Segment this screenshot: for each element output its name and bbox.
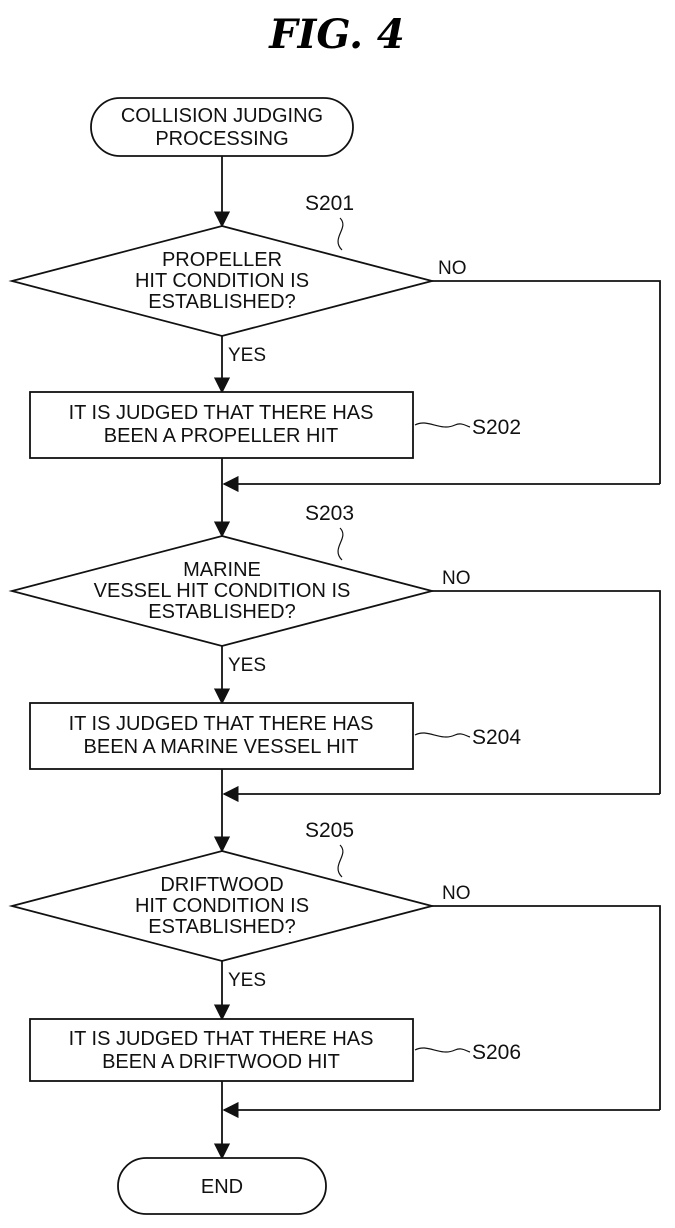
d1-no-label: NO bbox=[438, 258, 467, 279]
step-label-s204: S204 bbox=[472, 726, 521, 749]
d1-yes-label: YES bbox=[228, 345, 266, 366]
step-label-s201: S201 bbox=[305, 192, 354, 215]
d3-text-line2: HIT CONDITION IS bbox=[135, 895, 309, 917]
leader-s204 bbox=[414, 732, 471, 738]
d2-text-line1: MARINE bbox=[183, 559, 261, 581]
start-label-line1: COLLISION JUDGING bbox=[121, 105, 323, 127]
p2-text-line1: IT IS JUDGED THAT THERE HAS bbox=[69, 713, 374, 735]
leader-s202 bbox=[414, 422, 471, 428]
d2-no-path bbox=[432, 590, 661, 794]
d1-text-line1: PROPELLER bbox=[162, 249, 282, 271]
decision-propeller-hit: PROPELLER HIT CONDITION IS ESTABLISHED? bbox=[8, 225, 436, 337]
d2-yes-label: YES bbox=[228, 655, 266, 676]
p3-text-line1: IT IS JUDGED THAT THERE HAS bbox=[69, 1028, 374, 1050]
start-label-line2: PROCESSING bbox=[155, 128, 288, 150]
leader-s201 bbox=[337, 217, 344, 251]
d3-text-line3: ESTABLISHED? bbox=[148, 916, 295, 938]
process-marine-vessel-hit: IT IS JUDGED THAT THERE HAS BEEN A MARIN… bbox=[29, 702, 414, 770]
decision-driftwood-hit: DRIFTWOOD HIT CONDITION IS ESTABLISHED? bbox=[8, 850, 436, 962]
end-terminal: END bbox=[117, 1157, 327, 1215]
p2-text-line2: BEEN A MARINE VESSEL HIT bbox=[84, 736, 359, 758]
d1-text-line3: ESTABLISHED? bbox=[148, 291, 295, 313]
d2-no-label: NO bbox=[442, 568, 471, 589]
step-label-s206: S206 bbox=[472, 1041, 521, 1064]
d2-text-line2: VESSEL HIT CONDITION IS bbox=[94, 580, 351, 602]
p1-text-line1: IT IS JUDGED THAT THERE HAS bbox=[69, 402, 374, 424]
p3-text-line2: BEEN A DRIFTWOOD HIT bbox=[102, 1051, 340, 1073]
leader-s206 bbox=[414, 1047, 471, 1053]
step-label-s202: S202 bbox=[472, 416, 521, 439]
d3-text-line1: DRIFTWOOD bbox=[160, 874, 283, 896]
process-propeller-hit: IT IS JUDGED THAT THERE HAS BEEN A PROPE… bbox=[29, 391, 414, 459]
d1-text-line2: HIT CONDITION IS bbox=[135, 270, 309, 292]
end-label: END bbox=[201, 1176, 243, 1198]
p1-text-line2: BEEN A PROPELLER HIT bbox=[104, 425, 339, 447]
d3-yes-label: YES bbox=[228, 970, 266, 991]
d2-text-line3: ESTABLISHED? bbox=[148, 601, 295, 623]
step-label-s203: S203 bbox=[305, 502, 354, 525]
process-driftwood-hit: IT IS JUDGED THAT THERE HAS BEEN A DRIFT… bbox=[29, 1018, 414, 1082]
decision-marine-vessel-hit: MARINE VESSEL HIT CONDITION IS ESTABLISH… bbox=[8, 535, 436, 647]
d3-no-path bbox=[432, 905, 661, 1110]
d3-no-label: NO bbox=[442, 883, 471, 904]
leader-s205 bbox=[337, 844, 344, 878]
start-terminal: COLLISION JUDGING PROCESSING bbox=[90, 97, 354, 157]
step-label-s205: S205 bbox=[305, 819, 354, 842]
figure-title: FIG. 4 bbox=[268, 11, 405, 58]
d1-no-path bbox=[432, 280, 661, 484]
leader-s203 bbox=[337, 527, 344, 561]
